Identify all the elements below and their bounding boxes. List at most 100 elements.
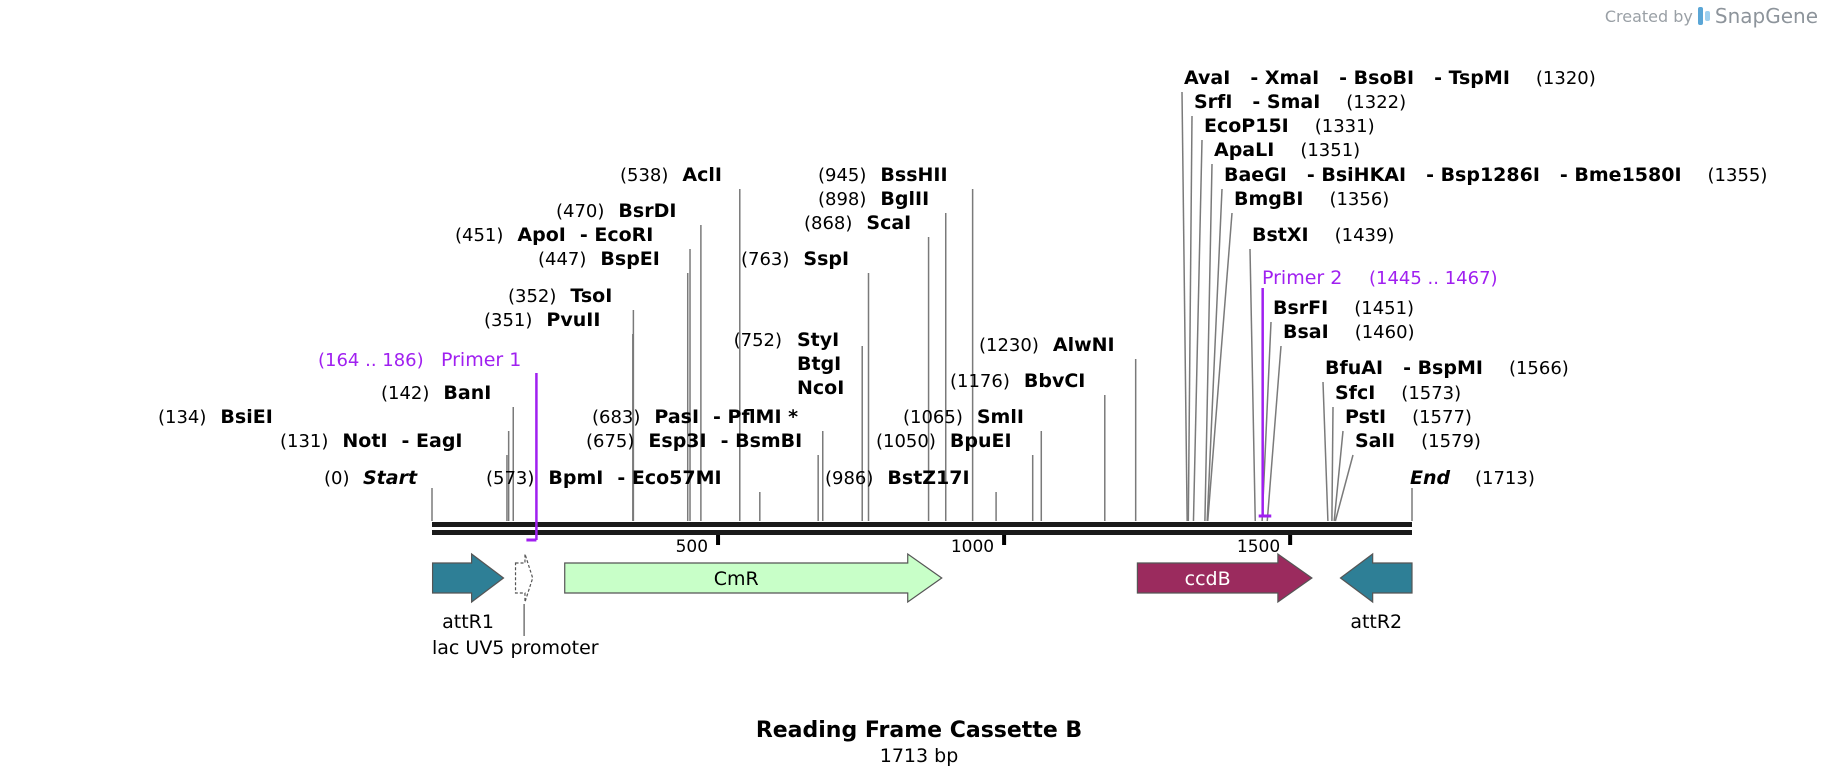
enzyme-coord-1451: (1451) — [1354, 298, 1414, 319]
enzyme-label-tsoi: (352) TsoI — [508, 285, 612, 307]
feature-attr2: attR2 — [1339, 552, 1413, 633]
enzyme-coord-352: (352) — [508, 286, 556, 307]
enzyme-name-tsoi: TsoI — [570, 285, 612, 307]
enzyme-name-sfci: SfcI — [1335, 382, 1375, 404]
enzyme-label-bbvci: (1176) BbvCI — [950, 370, 1085, 392]
enzyme-name-sali: SalI — [1355, 430, 1395, 452]
enzyme-name-avai: AvaI — [1184, 67, 1230, 89]
enzyme-coord-1356: (1356) — [1329, 189, 1389, 210]
marker-label-start: Start — [363, 467, 418, 489]
enzyme-name-bglii: BglII — [880, 188, 929, 210]
enzyme-name-pflmi: - PflMI * — [713, 406, 798, 428]
enzyme-name-bmgbi: BmgBI — [1234, 188, 1303, 210]
enzyme-coord-1322: (1322) — [1346, 92, 1406, 113]
enzyme-coord-1176: (1176) — [950, 371, 1010, 392]
feature-arrow-attr1 — [431, 552, 505, 604]
enzyme-label-bpmi: (573)BpmI- Eco57MI — [486, 467, 722, 489]
primer-range-2: (1445 .. 1467) — [1369, 268, 1498, 289]
enzyme-coord-1230: (1230) — [979, 335, 1039, 356]
feature-label-attr1: attR1 — [442, 611, 494, 633]
enzyme-label-acli: (538)AclI — [620, 164, 722, 186]
enzyme-coord-1460: (1460) — [1355, 322, 1415, 343]
marker-coord-end: (1713) — [1475, 468, 1535, 489]
enzyme-label-bmgbi: BmgBI (1356) — [1234, 188, 1389, 210]
enzyme-label-baegi: BaeGI- BsiHKAI- Bsp1286I- Bme1580I(1355) — [1224, 164, 1767, 186]
enzyme-name-bsshii: BssHII — [880, 164, 947, 186]
feature-attr1: attR1 — [431, 552, 505, 633]
snapgene-name: SnapGene — [1714, 4, 1818, 28]
feature-label-lac-uv5-promoter: lac UV5 promoter — [432, 637, 599, 659]
enzyme-name-bme1580i: - Bme1580I — [1560, 164, 1682, 186]
primer-primer-2: Primer 2(1445 .. 1467) — [1258, 267, 1498, 518]
enzyme-coord-1573: (1573) — [1401, 383, 1461, 404]
enzyme-name-bfuai: BfuAI — [1325, 357, 1383, 379]
enzyme-coord-1577: (1577) — [1412, 407, 1472, 428]
enzyme-name-pasi: PasI — [654, 406, 699, 428]
primer-primer-1: (164 .. 186)Primer 1 — [318, 349, 538, 542]
enzyme-coord-1320: (1320) — [1536, 68, 1596, 89]
enzyme-name-bsrdi: BsrDI — [618, 200, 676, 222]
enzyme-name-xmai: - XmaI — [1250, 67, 1319, 89]
primer-range-1: (164 .. 186) — [318, 350, 424, 371]
marker-label-end: End — [1410, 467, 1451, 489]
enzyme-label-bglii: (898) BglII — [818, 188, 929, 210]
enzyme-name-bsai: BsaI — [1283, 321, 1329, 343]
enzyme-label-smli: (1065)SmlI — [903, 406, 1024, 428]
enzyme-name-pvuii: PvuII — [546, 309, 600, 331]
snapgene-branding: Created by SnapGene — [1605, 4, 1818, 28]
enzyme-label-apoi: (451) ApoI - EcoRI — [455, 224, 653, 246]
enzyme-name-bani: BanI — [443, 382, 491, 404]
enzyme-label-alwni: (1230) AlwNI — [979, 334, 1115, 356]
enzyme-name-apali: ApaLI — [1214, 139, 1274, 161]
cut-site-line-apali — [1204, 163, 1213, 522]
enzyme-name-apoi: ApoI — [517, 224, 565, 246]
enzyme-name-eagi: - EagI — [402, 430, 463, 452]
ruler-tick-label-1500: 1500 — [1237, 537, 1280, 557]
enzyme-label-srfi: SrfI- SmaI(1322) — [1194, 91, 1406, 113]
enzyme-label-sspi: (763)SspI — [741, 248, 849, 270]
enzyme-label-pvuii: (351) PvuII — [484, 309, 600, 331]
enzyme-name-srfi: SrfI — [1194, 91, 1232, 113]
enzyme-name-bpmi: BpmI — [548, 467, 603, 489]
enzyme-name-bstxi: BstXI — [1252, 224, 1309, 246]
cut-site-line-avai — [1181, 91, 1188, 522]
enzyme-coord-470: (470) — [556, 201, 604, 222]
enzyme-label-esp3i: (675)Esp3I- BsmBI — [586, 430, 802, 452]
enzyme-name-alwni: AlwNI — [1053, 334, 1115, 356]
enzyme-label-bstz17i: (986)BstZ17I — [825, 467, 970, 489]
enzyme-name-esp3i: Esp3I — [648, 430, 706, 452]
enzyme-label-noti: (131)NotI- EagI — [280, 430, 463, 452]
sequence-length: 1713 bp — [879, 745, 959, 767]
enzyme-label-bsrfi: BsrFI(1451) — [1273, 297, 1414, 319]
ruler-tick-label-500: 500 — [676, 537, 708, 557]
enzyme-coord-134: (134) — [158, 407, 206, 428]
enzyme-name-bbvci: BbvCI — [1024, 370, 1085, 392]
enzyme-coord-351: (351) — [484, 310, 532, 331]
enzyme-name-bsobi: - BsoBI — [1339, 67, 1414, 89]
feature-lac-uv5-promoter: lac UV5 promoter — [432, 553, 599, 659]
enzyme-name-ecori: - EcoRI — [580, 224, 654, 246]
enzyme-name-bpuei: BpuEI — [950, 430, 1012, 452]
cut-site-line-psti — [1333, 430, 1344, 522]
feature-arrow-lac-uv5-promoter — [514, 553, 534, 603]
ruler-tick-500 — [716, 535, 721, 545]
backbone-bottom-strand — [432, 530, 1412, 535]
enzyme-coord-1050: (1050) — [876, 431, 936, 452]
enzyme-label-bsiei: (134)BsiEI — [158, 406, 273, 428]
feature-arrow-attr2 — [1339, 552, 1413, 604]
enzyme-name-baegi: BaeGI — [1224, 164, 1287, 186]
cut-site-line-srfi — [1187, 115, 1193, 522]
enzyme-coord-898: (898) — [818, 189, 866, 210]
map-title-block: Reading Frame Cassette B 1713 bp — [0, 718, 1838, 767]
feature-label-cmr: CmR — [714, 568, 759, 590]
enzyme-coord-683: (683) — [592, 407, 640, 428]
enzyme-coord-451: (451) — [455, 225, 503, 246]
cut-site-line-baegi — [1206, 188, 1223, 522]
enzyme-name-bspei: BspEI — [600, 248, 659, 270]
feature-label-ccdb: ccdB — [1185, 568, 1231, 590]
backbone-top-strand — [432, 522, 1412, 527]
enzyme-label-avai: AvaI- XmaI- BsoBI- TspMI(1320) — [1184, 67, 1596, 89]
enzyme-name-styi: StyI — [797, 329, 839, 351]
cut-site-line-sali — [1334, 454, 1354, 522]
